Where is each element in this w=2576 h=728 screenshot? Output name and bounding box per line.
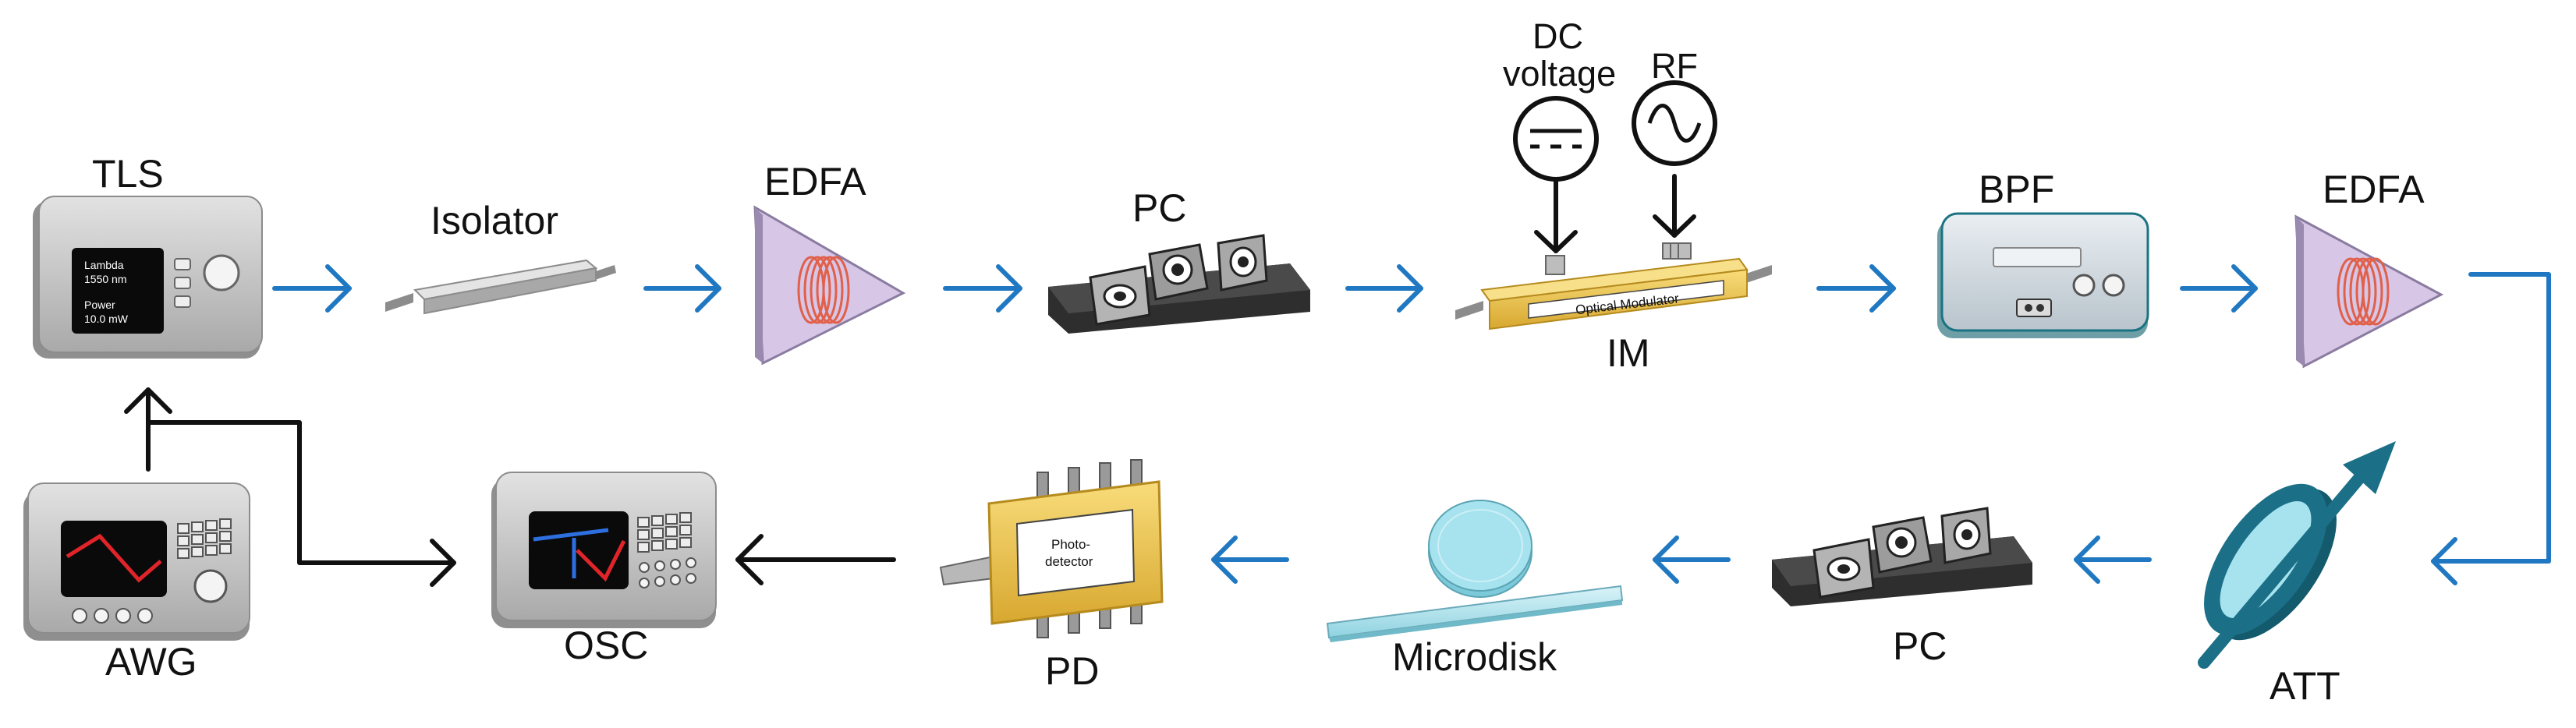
edfa-coil-icon — [2337, 257, 2390, 326]
optical-path — [272, 264, 2551, 585]
tls-button-icon — [174, 295, 191, 308]
pc-device-2 — [1772, 507, 2032, 606]
fiber-edfa-to-att-icon — [2431, 272, 2551, 585]
osc-knobs-icon — [639, 557, 696, 588]
arrow-pd-to-osc-icon — [735, 534, 896, 585]
paddle-icon — [1872, 516, 1933, 574]
label-pc-1: PC — [1132, 186, 1186, 230]
label-bpf: BPF — [1979, 168, 2054, 211]
label-edfa-2: EDFA — [2323, 168, 2425, 211]
label-att: ATT — [2270, 664, 2340, 708]
rf-electrode-icon — [1662, 242, 1692, 260]
electrical-path — [124, 174, 1696, 587]
awg-screen — [61, 521, 167, 597]
pc-device-1 — [1048, 234, 1310, 334]
edfa-device-1 — [753, 205, 906, 366]
tls-button-icon — [174, 277, 191, 289]
label-osc: OSC — [564, 624, 648, 667]
arrow-rf-to-im-icon — [1653, 174, 1696, 238]
label-pc-2: PC — [1893, 624, 1947, 668]
edfa-device-2 — [2294, 214, 2444, 369]
arrow-pc-to-im-icon — [1345, 264, 1423, 313]
arrow-im-to-bpf-icon — [1816, 264, 1896, 313]
im-device: Optical Modulator — [1455, 242, 1772, 330]
label-im: IM — [1607, 331, 1650, 375]
paddle-icon — [1089, 265, 1151, 326]
tls-screen-line2: 1550 nm — [84, 273, 126, 285]
dc-source-icon — [1513, 96, 1599, 182]
bpf-knob-icon — [2102, 274, 2125, 297]
osc-trace-blue-icon — [533, 528, 609, 542]
tls-screen-line3: Power — [84, 299, 115, 311]
label-awg: AWG — [105, 640, 197, 684]
osc-keypad-icon — [637, 512, 692, 553]
label-voltage: voltage — [1503, 54, 1616, 94]
pd-label-plate — [1015, 508, 1136, 597]
pd-device: Photo- detector — [939, 459, 1164, 638]
osc-device — [491, 472, 717, 628]
microdisk-device — [1326, 500, 1624, 642]
awg-knob-icon — [193, 569, 228, 603]
rf-source — [1632, 80, 1717, 166]
awg-keypad-icon — [177, 518, 232, 559]
tls-device: Lambda 1550 nm Power 10.0 mW — [33, 196, 263, 359]
edfa-coil-icon — [797, 256, 850, 324]
tls-screen-line1: Lambda — [84, 259, 124, 271]
label-microdisk: Microdisk — [1392, 635, 1557, 679]
dc-electrode-icon — [1545, 255, 1565, 275]
label-isolator: Isolator — [431, 199, 558, 242]
arrow-microdisk-to-pd-icon — [1211, 535, 1289, 584]
label-pd: PD — [1045, 649, 1099, 693]
arrow-dc-to-im-icon — [1534, 178, 1578, 253]
pd-text-line2: detector — [1045, 554, 1093, 569]
microdisk-resonator — [1428, 500, 1532, 592]
att-device — [2198, 441, 2396, 669]
paddle-icon — [1148, 243, 1209, 301]
awg-trace-icon — [66, 533, 162, 583]
osc-trace-red-icon — [576, 539, 626, 582]
awg-device — [23, 482, 250, 641]
paddle-icon — [1812, 538, 1875, 599]
tls-screen — [72, 248, 164, 334]
tls-knob-icon — [203, 254, 240, 292]
tls-button-icon — [174, 258, 191, 270]
awg-buttons-icon — [72, 608, 153, 624]
arrow-awg-to-tls-icon — [124, 387, 172, 472]
arrow-att-to-pc-icon — [2074, 535, 2152, 584]
label-tls: TLS — [92, 152, 164, 196]
bpf-connector-icon — [2016, 299, 2052, 317]
modulator-label-plate — [1528, 280, 1724, 319]
arrow-tls-to-isolator-icon — [272, 264, 352, 313]
arrow-edfa-to-pc-icon — [943, 264, 1022, 313]
arrow-bpf-to-edfa-icon — [2180, 264, 2258, 313]
arrow-pc-to-microdisk-icon — [1653, 535, 1731, 584]
bpf-device — [1937, 212, 2149, 338]
pd-fiber-pigtail — [939, 555, 994, 586]
att-variable-arrow-icon — [2198, 441, 2396, 669]
bpf-knob-icon — [2072, 274, 2096, 297]
dc-source — [1513, 96, 1599, 182]
isolator-device — [385, 259, 616, 315]
label-rf: RF — [1651, 46, 1698, 86]
label-edfa-1: EDFA — [764, 160, 866, 203]
arrow-isolator-to-edfa-icon — [643, 264, 721, 313]
pd-text-line1: Photo- — [1051, 537, 1090, 552]
bpf-display — [1993, 247, 2082, 267]
wire-awg-to-osc-icon — [146, 420, 456, 587]
paddle-icon — [1217, 234, 1268, 292]
tls-screen-line4: 10.0 mW — [84, 313, 129, 325]
label-dc: DC — [1532, 16, 1583, 56]
paddle-icon — [1940, 507, 1992, 564]
